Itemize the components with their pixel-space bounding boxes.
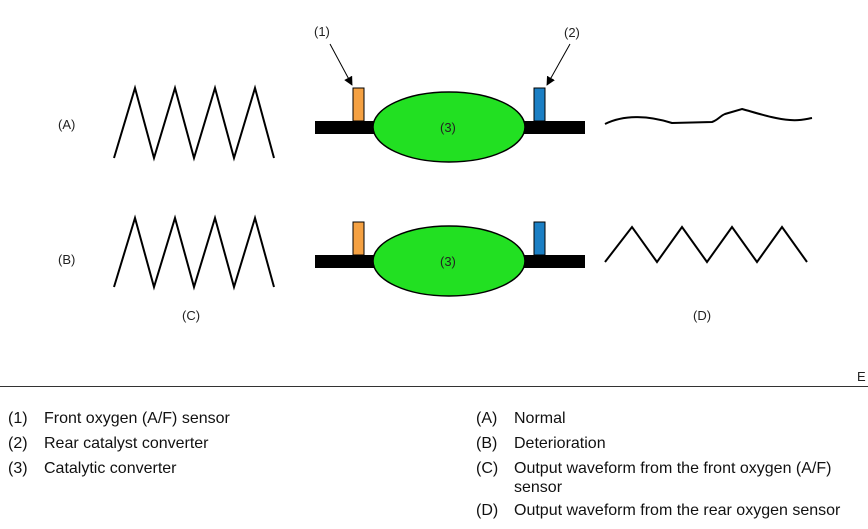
converter-assembly-deterioration: (3) xyxy=(315,221,585,297)
column-label-front-waveform: (C) xyxy=(182,308,200,323)
front-oxygen-sensor xyxy=(352,87,365,122)
legend-number: (1) xyxy=(8,410,28,427)
rear-oxygen-sensor xyxy=(533,87,546,122)
legend-text: Normal xyxy=(514,410,566,427)
rear-oxygen-sensor xyxy=(533,221,546,256)
rear-waveform-normal xyxy=(604,107,813,125)
callout-rear-sensor: (2) xyxy=(564,25,580,40)
legend-item: (C) Output waveform from the front oxyge… xyxy=(476,459,866,497)
callout-front-sensor: (1) xyxy=(314,24,330,39)
legend-number: (2) xyxy=(8,435,28,452)
catalytic-converter xyxy=(372,91,526,163)
catalytic-converter xyxy=(372,225,526,297)
legend-letter: (D) xyxy=(476,502,499,519)
callout-arrow-front xyxy=(329,43,353,86)
legend-item: (3) Catalytic converter xyxy=(8,459,388,478)
row-label-b: (B) xyxy=(58,252,75,267)
legend-text: Deterioration xyxy=(514,435,606,452)
legend-text: Catalytic converter xyxy=(44,460,177,477)
row-label-a: (A) xyxy=(58,117,75,132)
legend-letter: (B) xyxy=(476,435,498,452)
legend-item: (1) Front oxygen (A/F) sensor xyxy=(8,409,388,428)
legend-conditions: (A) Normal (B) Deterioration (C) Output … xyxy=(476,409,866,526)
legend-item: (A) Normal xyxy=(476,409,866,428)
legend-text: Output waveform from the rear oxygen sen… xyxy=(514,502,841,519)
legend-parts: (1) Front oxygen (A/F) sensor (2) Rear c… xyxy=(8,409,388,484)
front-waveform-normal xyxy=(113,84,275,162)
legend-item: (D) Output waveform from the rear oxygen… xyxy=(476,501,866,520)
callout-arrow-rear xyxy=(546,43,571,86)
legend-text: Output waveform from the front oxygen (A… xyxy=(514,460,832,496)
legend-letter: (A) xyxy=(476,410,498,427)
front-waveform-deterioration xyxy=(113,214,275,291)
legend-item: (2) Rear catalyst converter xyxy=(8,434,388,453)
converter-assembly-normal: (3) xyxy=(315,87,585,163)
column-label-rear-waveform: (D) xyxy=(693,308,711,323)
legend-item: (B) Deterioration xyxy=(476,434,866,453)
legend-text: Front oxygen (A/F) sensor xyxy=(44,410,230,427)
legend-text: Rear catalyst converter xyxy=(44,435,209,452)
corner-mark: E xyxy=(857,369,866,384)
legend-number: (3) xyxy=(8,460,28,477)
converter-label: (3) xyxy=(440,254,456,269)
converter-label: (3) xyxy=(440,120,456,135)
legend-letter: (C) xyxy=(476,460,499,477)
rear-waveform-deterioration xyxy=(604,225,808,264)
front-oxygen-sensor xyxy=(352,221,365,256)
divider-line xyxy=(0,386,868,387)
catalyst-diagram: (A) (B) (3) (1) (2) (3) (C) (D) xyxy=(58,24,813,323)
